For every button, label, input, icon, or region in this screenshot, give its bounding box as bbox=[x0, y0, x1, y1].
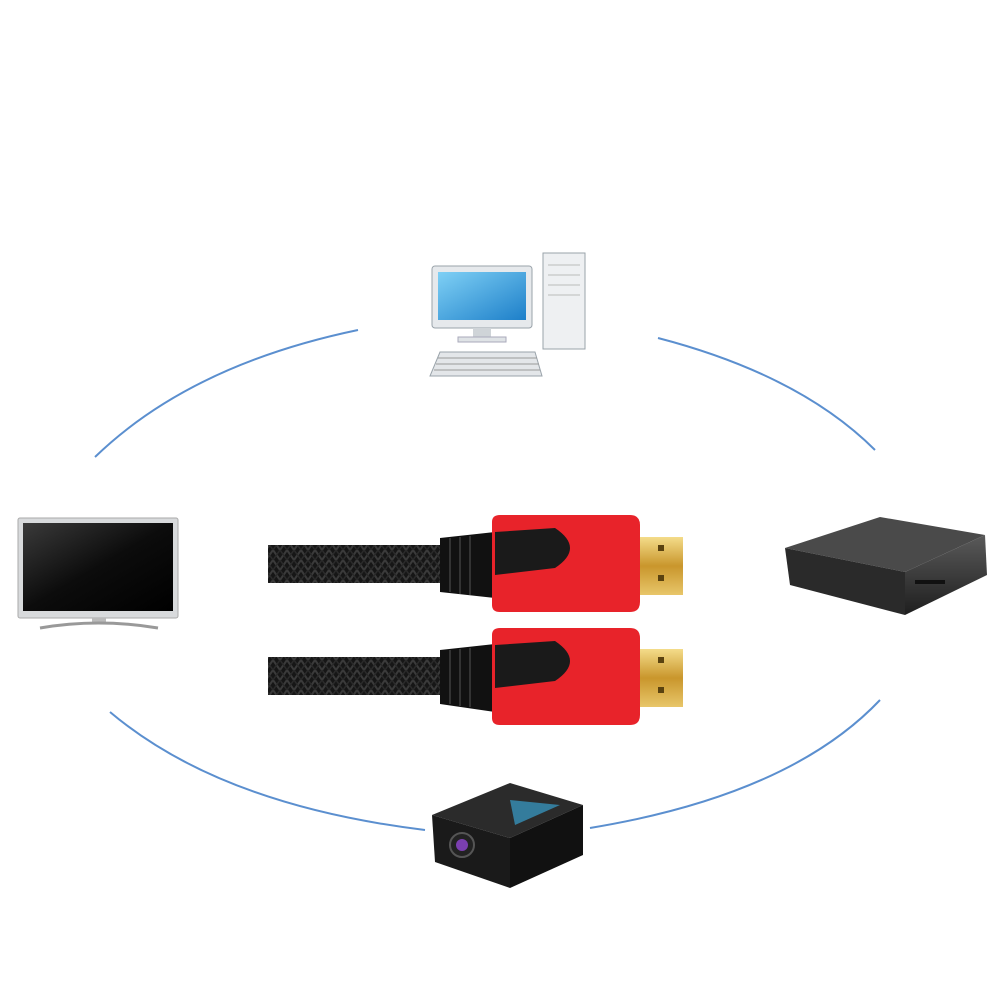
arc-bottom-left bbox=[109, 711, 426, 831]
desktop-computer-icon bbox=[429, 252, 586, 377]
arc-top-left bbox=[94, 329, 359, 458]
hdmi-cable-top bbox=[268, 515, 683, 612]
hdmi-cable-bottom bbox=[268, 628, 683, 725]
connection-arcs bbox=[94, 329, 881, 831]
set-top-box-icon bbox=[785, 517, 987, 615]
arc-top-right bbox=[657, 337, 876, 451]
television-icon bbox=[17, 517, 179, 630]
arc-bottom-right bbox=[589, 699, 881, 829]
projector-icon bbox=[432, 783, 583, 888]
